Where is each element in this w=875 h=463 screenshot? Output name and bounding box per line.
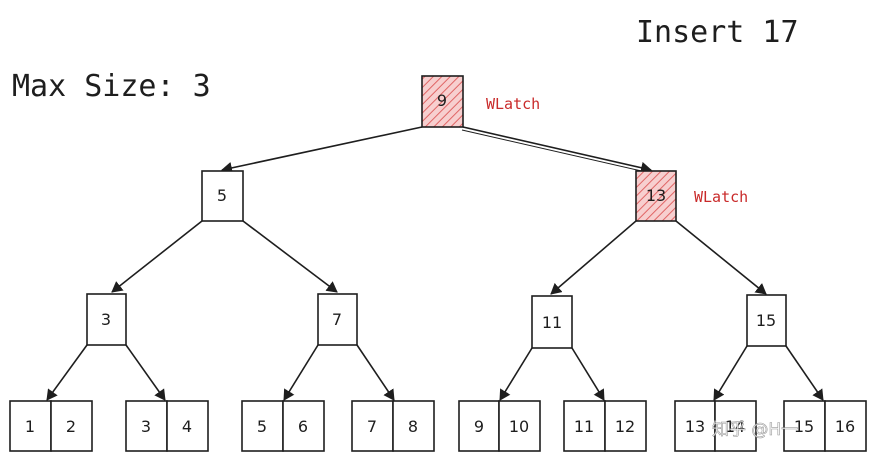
leaf-node-5-key-a: 9 <box>474 417 484 436</box>
leaf-node-2-key-a: 3 <box>141 417 151 436</box>
level2-node-3: 3 <box>86 293 127 346</box>
subtitle: Max Size: 3 <box>12 69 211 104</box>
leaf-node-8-cell-b <box>824 400 867 452</box>
leaf-node-2: 3 4 <box>125 400 209 452</box>
leaf-node-4-key-a: 7 <box>367 417 377 436</box>
level2-node-15-box <box>746 294 787 347</box>
level2-node-7-key: 7 <box>332 310 342 329</box>
tree-edges <box>46 126 824 401</box>
edge-13-to-15 <box>675 220 767 295</box>
edge-3-to-leaf-1 <box>46 344 88 401</box>
leaf-node-5: 9 10 <box>458 400 541 452</box>
leaf-node-7-cell-a <box>674 400 716 452</box>
root-key: 9 <box>437 91 447 110</box>
edge-15-to-leaf-7 <box>713 345 748 401</box>
level2-node-15: 15 <box>746 294 787 347</box>
leaf-node-3-cell-a <box>241 400 284 452</box>
leaf-node-6-cell-b <box>604 400 647 452</box>
level2-node-11: 11 <box>531 295 573 349</box>
edge-root-to-13-shadow <box>461 129 651 174</box>
leaf-node-4-key-b: 8 <box>408 417 418 436</box>
leaf-node-7-key-a: 13 <box>685 417 705 436</box>
leaf-node-1-key-b: 2 <box>66 417 76 436</box>
edge-root-to-5 <box>221 126 423 174</box>
leaf-node-1: 1 2 <box>9 400 93 452</box>
leaf-node-4: 7 8 <box>351 400 435 452</box>
leaf-node-4-cell-a <box>351 400 394 452</box>
leaf-node-8-key-b: 16 <box>835 417 855 436</box>
internal-node-5-box <box>201 170 244 222</box>
leaf-node-2-cell-a <box>125 400 168 452</box>
root-node: 9 <box>421 75 464 128</box>
leaf-node-1-key-a: 1 <box>25 417 35 436</box>
root-latch-label: WLatch <box>486 95 540 113</box>
leaf-node-7-cell-b <box>714 400 757 452</box>
leaf-node-7: 13 14 <box>674 400 757 452</box>
edge-11-to-leaf-6 <box>571 347 605 401</box>
edge-7-to-leaf-4 <box>356 344 395 401</box>
title: Insert 17 <box>636 15 799 50</box>
internal-node-5: 5 <box>201 170 244 222</box>
edge-5-to-7 <box>242 220 338 293</box>
leaf-node-7-key-b: 14 <box>725 417 745 436</box>
leaf-node-8-key-a: 15 <box>794 417 814 436</box>
leaf-node-6: 11 12 <box>563 400 647 452</box>
edge-3-to-leaf-2 <box>125 344 166 401</box>
leaf-node-8-cell-a <box>783 400 826 452</box>
leaf-node-3-key-a: 5 <box>257 417 267 436</box>
leaf-node-1-cell-a <box>9 400 52 452</box>
level2-node-7-box <box>317 293 358 346</box>
edge-root-to-13 <box>462 126 652 174</box>
internal-node-13-box <box>635 170 677 222</box>
leaf-node-5-key-b: 10 <box>509 417 529 436</box>
leaf-node-2-cell-b <box>166 400 209 452</box>
edge-5-to-3 <box>111 220 203 293</box>
level2-node-11-box <box>531 295 573 349</box>
edge-11-to-leaf-5 <box>499 347 533 401</box>
leaf-node-6-key-a: 11 <box>574 417 594 436</box>
leaf-node-4-cell-b <box>392 400 435 452</box>
level2-node-3-box <box>86 293 127 346</box>
leaf-node-5-cell-a <box>458 400 500 452</box>
internal-node-13: 13 <box>635 170 677 222</box>
leaf-node-2-key-b: 4 <box>182 417 192 436</box>
edge-15-to-leaf-8 <box>785 345 824 401</box>
edge-7-to-leaf-3 <box>283 344 319 401</box>
level2-node-15-key: 15 <box>756 311 776 330</box>
internal-node-13-key: 13 <box>646 186 666 205</box>
leaf-node-3-cell-b <box>282 400 325 452</box>
leaf-node-8: 15 16 <box>783 400 867 452</box>
edge-13-to-11 <box>550 220 637 295</box>
leaf-node-5-cell-b <box>498 400 541 452</box>
watermark: 知乎 @H一 <box>712 420 798 440</box>
internal-13-latch-label: WLatch <box>694 188 748 206</box>
leaf-node-6-key-b: 12 <box>615 417 635 436</box>
internal-node-5-key: 5 <box>217 186 227 205</box>
root-node-box <box>421 75 464 128</box>
level2-node-7: 7 <box>317 293 358 346</box>
leaf-node-3-key-b: 6 <box>298 417 308 436</box>
leaf-node-1-cell-b <box>50 400 93 452</box>
leaf-node-3: 5 6 <box>241 400 325 452</box>
level2-node-11-key: 11 <box>542 313 562 332</box>
level2-node-3-key: 3 <box>101 310 111 329</box>
